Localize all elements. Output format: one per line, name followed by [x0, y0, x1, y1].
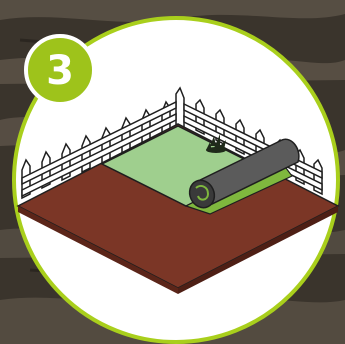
step-badge: 3 [26, 36, 94, 104]
step-number: 3 [46, 48, 74, 94]
